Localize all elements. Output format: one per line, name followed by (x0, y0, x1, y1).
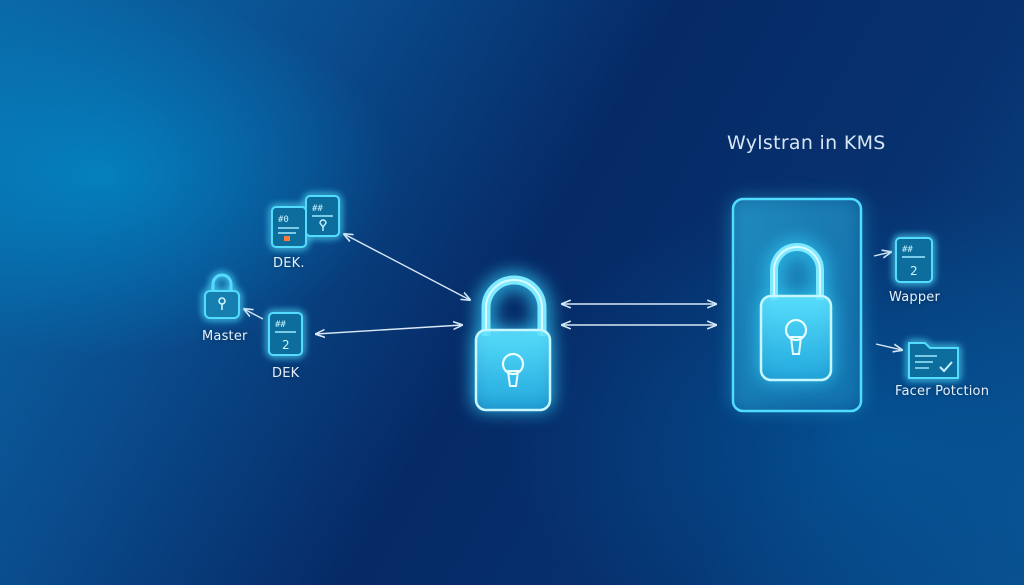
arrow-dek2-to-lock (316, 325, 462, 334)
document-icon: #0 (271, 206, 307, 248)
doc-glyph: #0 (278, 215, 289, 225)
folder-check-icon (908, 342, 959, 379)
diagram-title: Wylstran in KMS (727, 132, 886, 154)
doc-glyph: ## (275, 320, 286, 330)
kms-lock-icon (759, 241, 833, 382)
arrow-master-dek2 (244, 309, 264, 320)
label-wapper: Wapper (889, 290, 941, 305)
label-master: Master (202, 329, 248, 344)
arrow-kms-facer (875, 343, 902, 350)
master-lock-icon (204, 273, 240, 319)
doc-glyph: ## (312, 204, 323, 214)
doc-glyph: ## (902, 245, 913, 255)
connector-arrows (244, 234, 902, 350)
central-lock-icon (474, 273, 552, 412)
label-dek-bottom: DEK (272, 366, 300, 381)
wapper-document-icon: ## 2 (895, 237, 933, 283)
dek-bottom-icon: ## 2 (268, 312, 303, 356)
arrow-kms-wapper (873, 252, 891, 256)
label-dek-top: DEK. (273, 256, 305, 271)
document-icon: ## (305, 195, 340, 237)
doc-glyph: 2 (282, 338, 290, 352)
doc-glyph: 2 (910, 264, 918, 278)
arrow-dek-to-lock (344, 234, 470, 300)
label-facer: Facer Potction (895, 384, 990, 399)
dek-top-icon: #0 ## (271, 195, 340, 248)
kms-panel (731, 197, 863, 413)
